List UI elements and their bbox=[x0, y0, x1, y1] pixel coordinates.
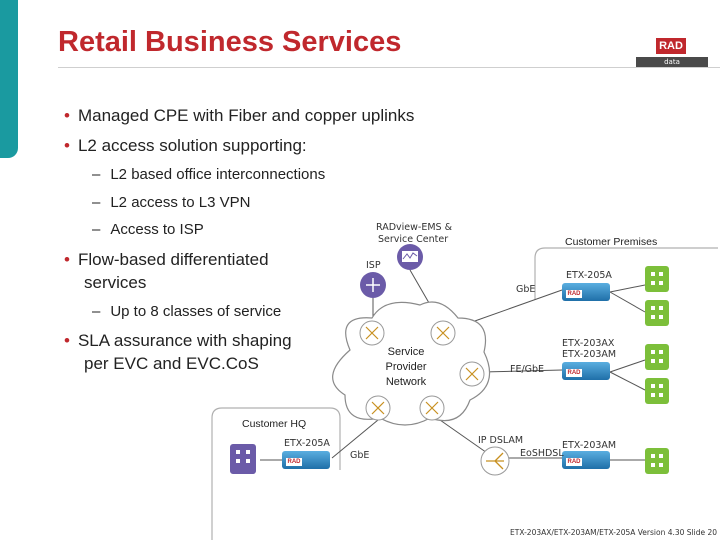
etx-205a-hq-label: ETX-205A bbox=[284, 438, 330, 449]
fe-gbe-label: FE/GbE bbox=[510, 364, 545, 375]
sub-bullet-l2-office: –L2 based office interconnections bbox=[92, 166, 325, 183]
sub-bullet-dash: – bbox=[92, 303, 101, 320]
sub-bullet-text: L2 access to L3 VPN bbox=[110, 194, 251, 211]
customer-premises-label: Customer Premises bbox=[565, 236, 658, 248]
customer-hq-label: Customer HQ bbox=[242, 418, 307, 430]
building-icon bbox=[645, 378, 669, 404]
radview-label-2: Service Center bbox=[378, 234, 449, 245]
bullet-sla-cont: per EVC and EVC.CoS bbox=[84, 354, 259, 373]
gbe-bottom-label: GbE bbox=[350, 450, 370, 461]
sub-bullet-dash: – bbox=[92, 221, 101, 238]
customer-hq-frame bbox=[211, 407, 341, 540]
bullet-flow-based-cont: services bbox=[84, 273, 147, 292]
bullet-text: Managed CPE with Fiber and copper uplink… bbox=[77, 106, 415, 125]
accent-bar bbox=[0, 0, 18, 158]
slide-footer: ETX-203AX/ETX-203AM/ETX-205A Version 4.3… bbox=[510, 528, 718, 537]
bullet-text: SLA assurance with shaping bbox=[77, 331, 292, 350]
sub-bullet-text: Access to ISP bbox=[110, 221, 204, 238]
eoshdsl-label: EoSHDSL bbox=[520, 448, 564, 459]
rad-logo-tagline: data communications bbox=[636, 57, 708, 76]
radview-ems-icon bbox=[397, 244, 423, 270]
etx-devices bbox=[282, 283, 610, 469]
bullet-dot: • bbox=[64, 106, 70, 125]
link-cloud-etx205a bbox=[471, 289, 563, 323]
building-icon bbox=[645, 300, 669, 326]
rad-logo: RAD bbox=[656, 38, 686, 54]
link-cloud-hq bbox=[331, 419, 379, 459]
isp-label: ISP bbox=[366, 260, 381, 271]
device-badge: RAD bbox=[286, 458, 302, 466]
cloud-label-line: Provider bbox=[385, 361, 427, 373]
hq-building-icon bbox=[230, 444, 256, 474]
bullet-dot: • bbox=[64, 136, 70, 155]
bullet-flow-based: • Flow-based differentiated bbox=[64, 250, 269, 270]
building-icon bbox=[645, 344, 669, 370]
device-badge: RAD bbox=[566, 458, 582, 466]
sub-bullet-isp: –Access to ISP bbox=[92, 221, 204, 238]
cloud-label: Service Provider Network bbox=[376, 345, 436, 390]
etx-203ax-label: ETX-203AX bbox=[562, 338, 615, 349]
bullet-l2-access: • L2 access solution supporting: bbox=[64, 136, 307, 156]
link-cloud-dslam bbox=[439, 419, 491, 456]
building-icon bbox=[645, 266, 669, 292]
router-icons bbox=[359, 320, 485, 421]
bullet-sla: • SLA assurance with shaping bbox=[64, 331, 292, 351]
device-badge: RAD bbox=[566, 369, 582, 377]
sub-bullet-text: L2 based office interconnections bbox=[110, 166, 326, 183]
bullet-text: Flow-based differentiated bbox=[77, 250, 269, 269]
bullet-dot: • bbox=[64, 250, 70, 269]
bullet-dot: • bbox=[64, 331, 70, 350]
sub-bullet-dash: – bbox=[92, 194, 101, 211]
title-divider bbox=[58, 67, 720, 68]
slide-title: Retail Business Services bbox=[58, 26, 402, 58]
etx-203am-mid-label: ETX-203AM bbox=[562, 349, 617, 360]
sub-bullet-classes: –Up to 8 classes of service bbox=[92, 303, 281, 320]
sub-bullet-l3-vpn: –L2 access to L3 VPN bbox=[92, 194, 250, 211]
ip-dslam-label: IP DSLAM bbox=[478, 435, 524, 446]
gbe-top-label: GbE bbox=[516, 284, 536, 295]
sub-bullet-dash: – bbox=[92, 166, 101, 183]
cloud-label-line: Service bbox=[387, 346, 425, 358]
customer-premises-frame bbox=[534, 247, 718, 300]
building-icons bbox=[645, 266, 669, 474]
bullet-text: L2 access solution supporting: bbox=[77, 136, 307, 155]
link-cloud-etx203ax bbox=[481, 369, 563, 373]
isp-router-icon bbox=[360, 272, 386, 298]
bullet-managed-cpe: • Managed CPE with Fiber and copper uplin… bbox=[64, 106, 414, 126]
cloud-label-line: Network bbox=[385, 376, 427, 388]
dslam-icon bbox=[480, 446, 510, 476]
device-badge: RAD bbox=[566, 290, 582, 298]
sub-bullet-text: Up to 8 classes of service bbox=[110, 303, 282, 320]
etx-205a-right-label: ETX-205A bbox=[566, 270, 612, 281]
etx-203am-bottom-label: ETX-203AM bbox=[562, 440, 617, 451]
building-icon bbox=[645, 448, 669, 474]
radview-label-1: RADview-EMS & bbox=[376, 222, 452, 233]
